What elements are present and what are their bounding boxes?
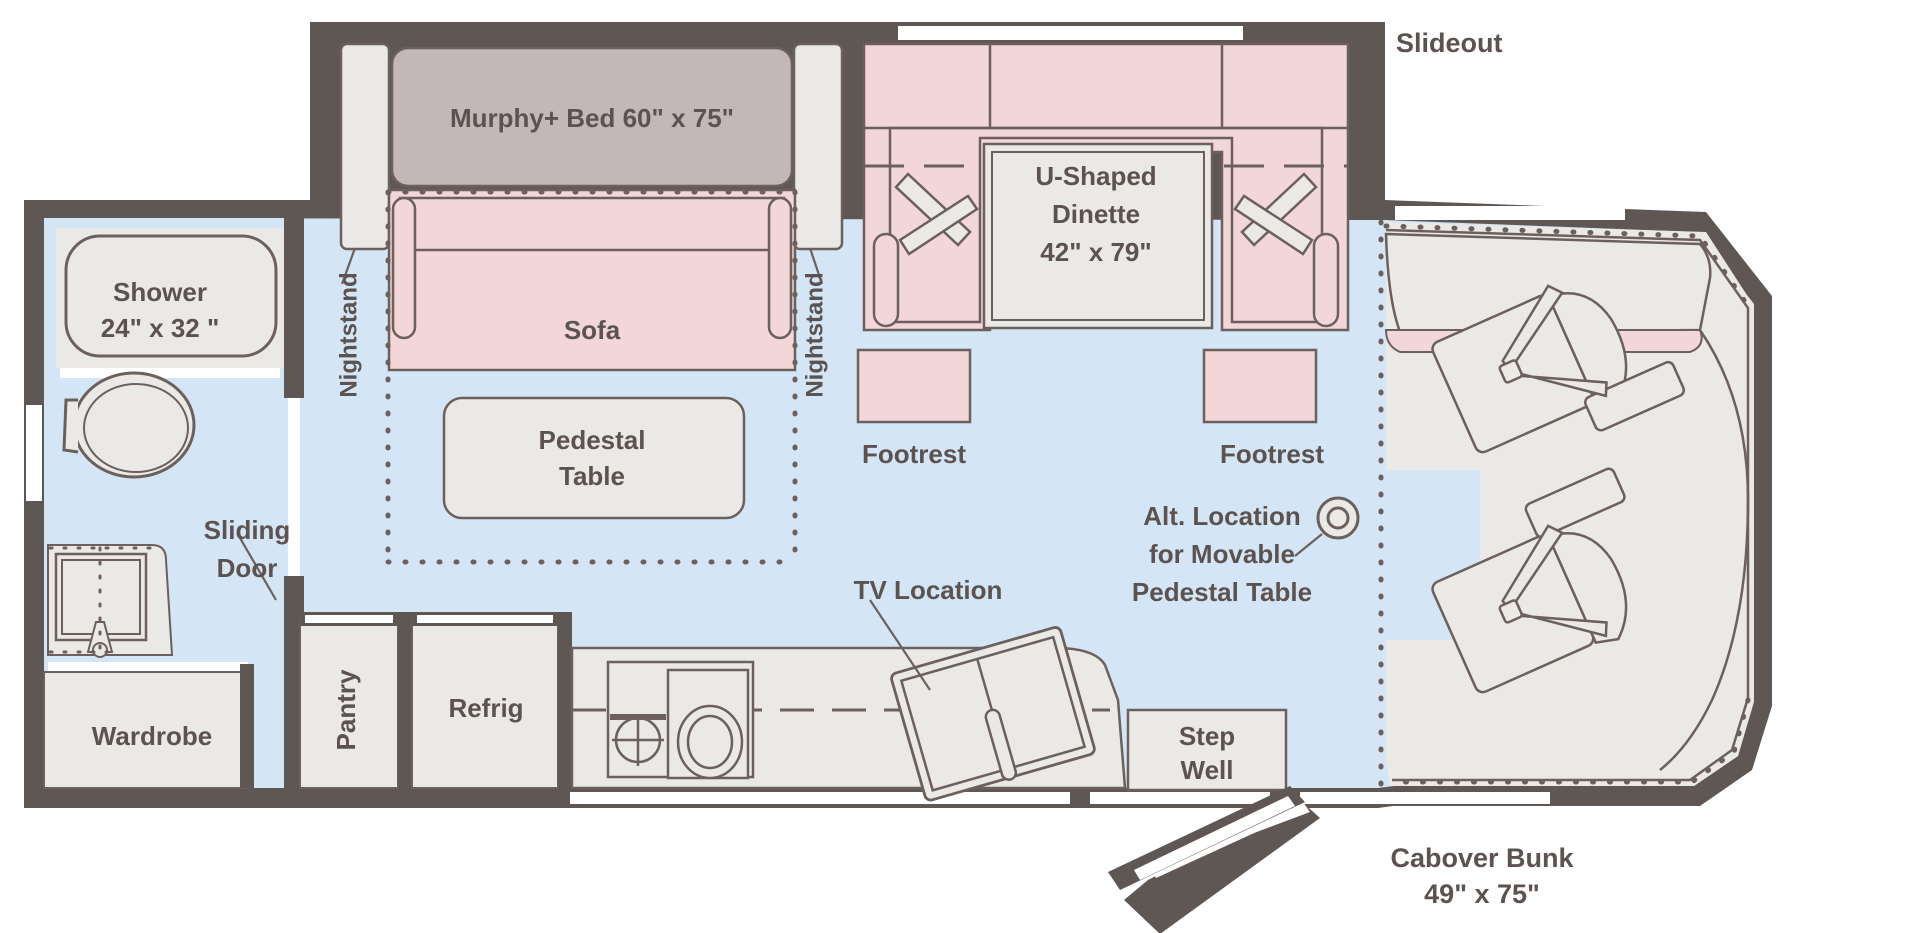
label-step-well-line2: Well bbox=[1181, 755, 1234, 785]
slideout-footprint-left bbox=[385, 189, 798, 565]
label-dinette-line3: 42" x 79" bbox=[1040, 237, 1151, 267]
window-bottom-3 bbox=[1300, 792, 1550, 804]
label-wardrobe: Wardrobe bbox=[92, 721, 212, 751]
pantry-cabinet bbox=[299, 612, 412, 789]
cab-area bbox=[1360, 219, 1754, 789]
galley-counter bbox=[570, 626, 1127, 802]
window-left-1 bbox=[26, 405, 42, 501]
label-dinette-line2: Dinette bbox=[1052, 199, 1140, 229]
shower-pan bbox=[64, 234, 278, 358]
label-murphy-bed: Murphy+ Bed 60" x 75" bbox=[450, 103, 734, 133]
label-footrest-right: Footrest bbox=[1220, 439, 1324, 469]
leader-alt-table bbox=[1294, 533, 1323, 557]
label-sofa: Sofa bbox=[564, 315, 621, 345]
alt-table-mount bbox=[1316, 496, 1360, 540]
label-pantry: Pantry bbox=[331, 669, 361, 750]
label-sliding-door-line1: Sliding bbox=[204, 515, 291, 545]
cooktop-and-sink bbox=[606, 660, 755, 780]
label-step-well-line1: Step bbox=[1179, 721, 1235, 751]
label-nightstand-left: Nightstand bbox=[335, 272, 362, 397]
window-bottom-2 bbox=[1090, 792, 1270, 804]
label-alt-table-line3: Pedestal Table bbox=[1132, 577, 1312, 607]
sofa bbox=[387, 188, 797, 372]
label-tv-location: TV Location bbox=[854, 575, 1003, 605]
murphy-bed bbox=[390, 46, 794, 188]
entry-step bbox=[1108, 786, 1320, 933]
driver-seat bbox=[1431, 284, 1686, 454]
wardrobe-cabinet bbox=[43, 664, 254, 789]
footrest-right bbox=[1202, 348, 1318, 424]
label-cabover-line1: Cabover Bunk bbox=[1390, 843, 1574, 873]
label-footrest-left: Footrest bbox=[862, 439, 966, 469]
nightstand-left-cabinet bbox=[339, 42, 391, 251]
label-pedestal-table-line2: Table bbox=[559, 461, 625, 491]
label-refrig: Refrig bbox=[448, 693, 523, 723]
label-shower-line1: Shower bbox=[113, 277, 207, 307]
bathroom bbox=[44, 218, 304, 672]
label-slideout: Slideout bbox=[1396, 28, 1503, 58]
label-dinette-line1: U-Shaped bbox=[1035, 161, 1156, 191]
window-nose bbox=[1395, 206, 1625, 220]
leader-nightstand-left bbox=[340, 247, 357, 285]
footrest-left bbox=[856, 348, 972, 424]
pedestal-table bbox=[442, 396, 746, 520]
label-sliding-door-line2: Door bbox=[217, 553, 278, 583]
label-cabover-line2: 49" x 75" bbox=[1424, 879, 1540, 909]
label-alt-table-line1: Alt. Location bbox=[1143, 501, 1300, 531]
window-bottom-1 bbox=[570, 792, 1070, 804]
leader-tv bbox=[869, 599, 931, 691]
refrig-cabinet bbox=[411, 612, 572, 789]
leader-lines bbox=[239, 247, 1323, 691]
passenger-seat bbox=[1431, 467, 1628, 694]
label-shower-line2: 24" x 32 " bbox=[101, 313, 220, 343]
label-nightstand-right: Nightstand bbox=[801, 272, 828, 397]
leader-sliding-door bbox=[239, 537, 277, 601]
vanity-sink bbox=[47, 544, 174, 658]
label-pedestal-table-line1: Pedestal bbox=[539, 425, 646, 455]
label-alt-table-line2: for Movable bbox=[1149, 539, 1295, 569]
leader-nightstand-right bbox=[808, 247, 824, 285]
u-shaped-dinette bbox=[862, 42, 1350, 332]
tv-cabinet bbox=[890, 626, 1096, 802]
toilet bbox=[62, 371, 196, 479]
nightstand-right-cabinet bbox=[792, 42, 844, 251]
step-well bbox=[1126, 708, 1288, 792]
